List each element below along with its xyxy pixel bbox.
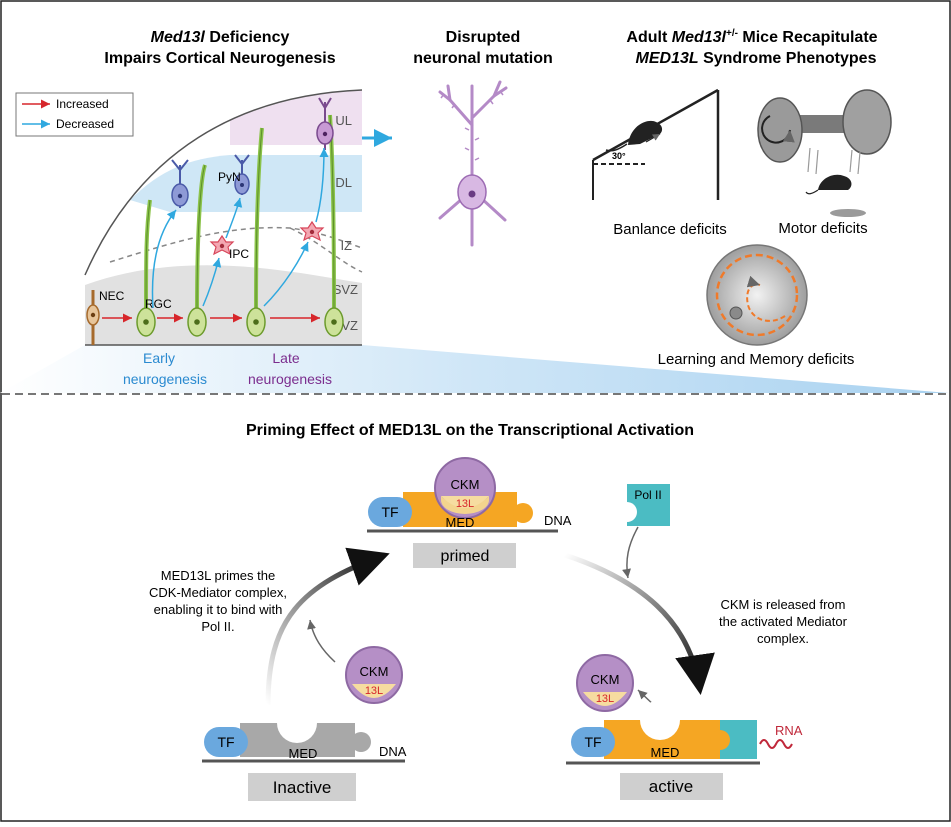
tf-inactive-label: TF: [217, 734, 234, 750]
activation-arrow: [564, 552, 715, 695]
note-left-line1: MED13L primes the: [161, 568, 275, 583]
neuron-nucleus: [468, 190, 476, 198]
early-label-1: Early: [143, 350, 175, 366]
zone-label-svz: SVZ: [333, 282, 358, 297]
tf-inactive: [204, 727, 248, 757]
legend: Increased Decreased: [15, 92, 134, 137]
ckm-released: CKM 13L: [576, 654, 634, 712]
priming-arrow: [265, 547, 390, 706]
motor-deficits-label: Motor deficits: [778, 220, 867, 237]
med-active-label: MED: [651, 745, 680, 760]
label-nec: NEC: [99, 289, 125, 303]
cortex-outline: [84, 89, 363, 276]
iz-boundary: [109, 226, 363, 263]
layer-svz-vz: [85, 265, 362, 345]
memory-deficits-label: Learning and Memory deficits: [658, 351, 855, 368]
note-right-line3: complex.: [757, 631, 809, 646]
tf-primed: [368, 497, 412, 527]
note-left-line4: Pol II.: [201, 619, 234, 634]
late-label-1: Late: [272, 350, 299, 366]
neuron-dendrites: [438, 80, 508, 247]
zoom-fan: [0, 345, 949, 393]
pol2-free: Pol II: [617, 484, 670, 526]
label-rgc: RGC: [145, 297, 172, 311]
late-label-2: neurogenesis: [248, 371, 332, 387]
panel3-title-line2: MED13L Syndrome Phenotypes: [636, 50, 877, 67]
rna-label: RNA: [775, 723, 803, 738]
tf-primed-label: TF: [381, 504, 398, 520]
13l-left-label: 13L: [365, 685, 383, 697]
ipc-cells: [209, 220, 325, 256]
ckm-primed-label: CKM: [451, 477, 480, 492]
panel2-title-line1: Disrupted: [446, 29, 521, 46]
decreased-arrows: [151, 147, 329, 309]
panel1-title-line1: Med13l Deficiency: [151, 29, 290, 46]
neuron-panel: Disrupted neuronal mutation: [413, 29, 553, 247]
state-inactive-label: Inactive: [273, 778, 332, 797]
primed-complex: TF CKM 13L MED DNA primed: [367, 457, 572, 568]
balance-deficits-label: Banlance deficits: [613, 221, 726, 238]
state-primed-label: primed: [441, 548, 490, 565]
panel1-title-line2: Impairs Cortical Neurogenesis: [104, 50, 335, 67]
med-inactive-label: MED: [289, 746, 318, 761]
early-label-2: neurogenesis: [123, 371, 207, 387]
nec-cell: [86, 290, 100, 345]
ckm-left-label: CKM: [360, 664, 389, 679]
panel3-title-line1: Adult Med13l+/- Mice Recapitulate: [626, 28, 877, 46]
dna-inactive-label: DNA: [379, 744, 407, 759]
ckm-released-label: CKM: [591, 672, 620, 687]
13l-primed-label: 13L: [456, 498, 474, 510]
legend-increased-label: Increased: [56, 97, 109, 111]
rotarod-test: [757, 89, 892, 217]
mechanism-title: Priming Effect of MED13L on the Transcri…: [246, 422, 694, 439]
med-primed-label: MED: [446, 515, 475, 530]
pol-binding-arrow: [622, 526, 639, 579]
13l-released-label: 13L: [596, 693, 614, 705]
state-primed-box: [413, 543, 516, 568]
water-maze-test: [706, 244, 808, 346]
beam-angle-label: 30°: [612, 151, 626, 161]
active-complex: TF MED RNA active: [566, 700, 803, 800]
ckm-binding-arrow: [307, 619, 336, 663]
panel2-title-line2: neuronal mutation: [413, 50, 553, 67]
tf-active-label: TF: [584, 734, 601, 750]
pyn-neurons: [171, 97, 334, 208]
inactive-complex: TF MED DNA Inactive: [202, 703, 407, 801]
zone-label-dl: DL: [335, 175, 352, 190]
state-inactive-box: [248, 773, 356, 801]
legend-decreased-label: Decreased: [56, 117, 114, 131]
zone-label-iz: IZ: [340, 238, 352, 253]
ckm-free-left: CKM 13L: [345, 646, 403, 704]
label-pyn: PyN: [218, 170, 241, 184]
dendritic-spines: [440, 90, 504, 161]
note-left-line2: CDK-Mediator complex,: [149, 585, 287, 600]
rotation-arrow: [761, 115, 795, 144]
zone-label-ul: UL: [335, 113, 352, 128]
balance-beam-test: 30°: [592, 88, 720, 200]
note-left-line3: enabling it to bind with: [154, 602, 283, 617]
tf-active: [571, 727, 615, 757]
mouse-icon: [628, 120, 663, 145]
note-right-line1: CKM is released from: [721, 597, 846, 612]
state-active-label: active: [649, 777, 693, 796]
dna-primed-label: DNA: [544, 513, 572, 528]
pol2-label: Pol II: [634, 488, 661, 502]
phenotype-panel: Adult Med13l+/- Mice Recapitulate MED13L…: [592, 28, 892, 368]
zone-label-vz: VZ: [341, 318, 358, 333]
cortex-panel: Med13l Deficiency Impairs Cortical Neuro…: [0, 29, 949, 393]
state-active-box: [620, 773, 723, 800]
note-right-line2: the activated Mediator: [719, 614, 848, 629]
rna-squiggle: [759, 739, 793, 749]
falling-mouse-icon: [818, 174, 852, 190]
label-ipc: IPC: [229, 247, 249, 261]
